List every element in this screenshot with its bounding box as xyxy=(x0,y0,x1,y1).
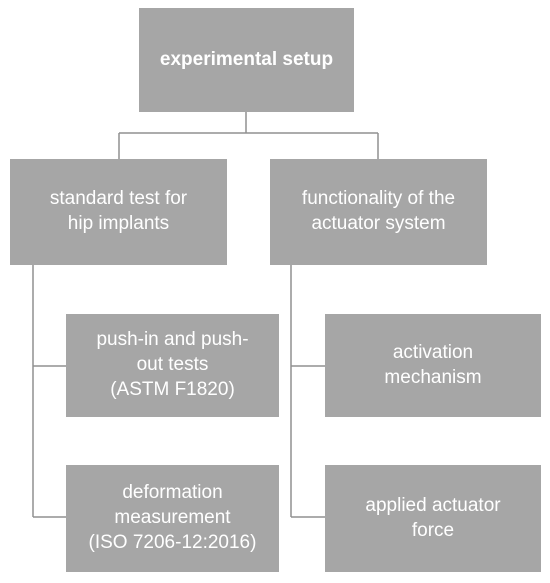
node-label-line: functionality of the xyxy=(301,188,456,210)
left-branch-connector xyxy=(32,265,66,518)
root-node-experimental-setup: experimental setup xyxy=(139,8,354,112)
branch-node-standard-test: standard test for hip implants xyxy=(10,159,227,265)
node-label-line: applied actuator xyxy=(365,494,501,516)
leaf-node-deformation-measurement: deformation measurement (ISO 7206-12:201… xyxy=(66,465,279,572)
node-label-line: standard test for xyxy=(49,188,188,210)
node-label-line: push-in and push- xyxy=(96,329,249,351)
node-label-line: measurement xyxy=(114,507,231,529)
node-label-line: out tests xyxy=(136,354,209,376)
node-label-line: deformation xyxy=(122,482,223,504)
leaf-node-activation-mechanism: activation mechanism xyxy=(325,314,541,417)
node-label-line: hip implants xyxy=(67,213,170,234)
node-label-line: mechanism xyxy=(384,366,482,388)
node-label-line: actuator system xyxy=(311,213,446,234)
node-label-line: force xyxy=(411,519,455,541)
root-connector xyxy=(118,112,379,159)
right-branch-connector xyxy=(290,265,325,518)
leaf-node-applied-actuator-force: applied actuator force xyxy=(325,465,541,572)
branch-node-actuator-functionality: functionality of the actuator system xyxy=(270,159,487,265)
node-label-line: activation xyxy=(392,341,474,363)
node-label-line: (ISO 7206-12:2016) xyxy=(88,531,257,553)
node-label-line: (ASTM F1820) xyxy=(110,378,235,400)
root-node-label: experimental setup xyxy=(159,48,334,70)
leaf-node-push-tests: push-in and push- out tests (ASTM F1820) xyxy=(66,314,279,417)
